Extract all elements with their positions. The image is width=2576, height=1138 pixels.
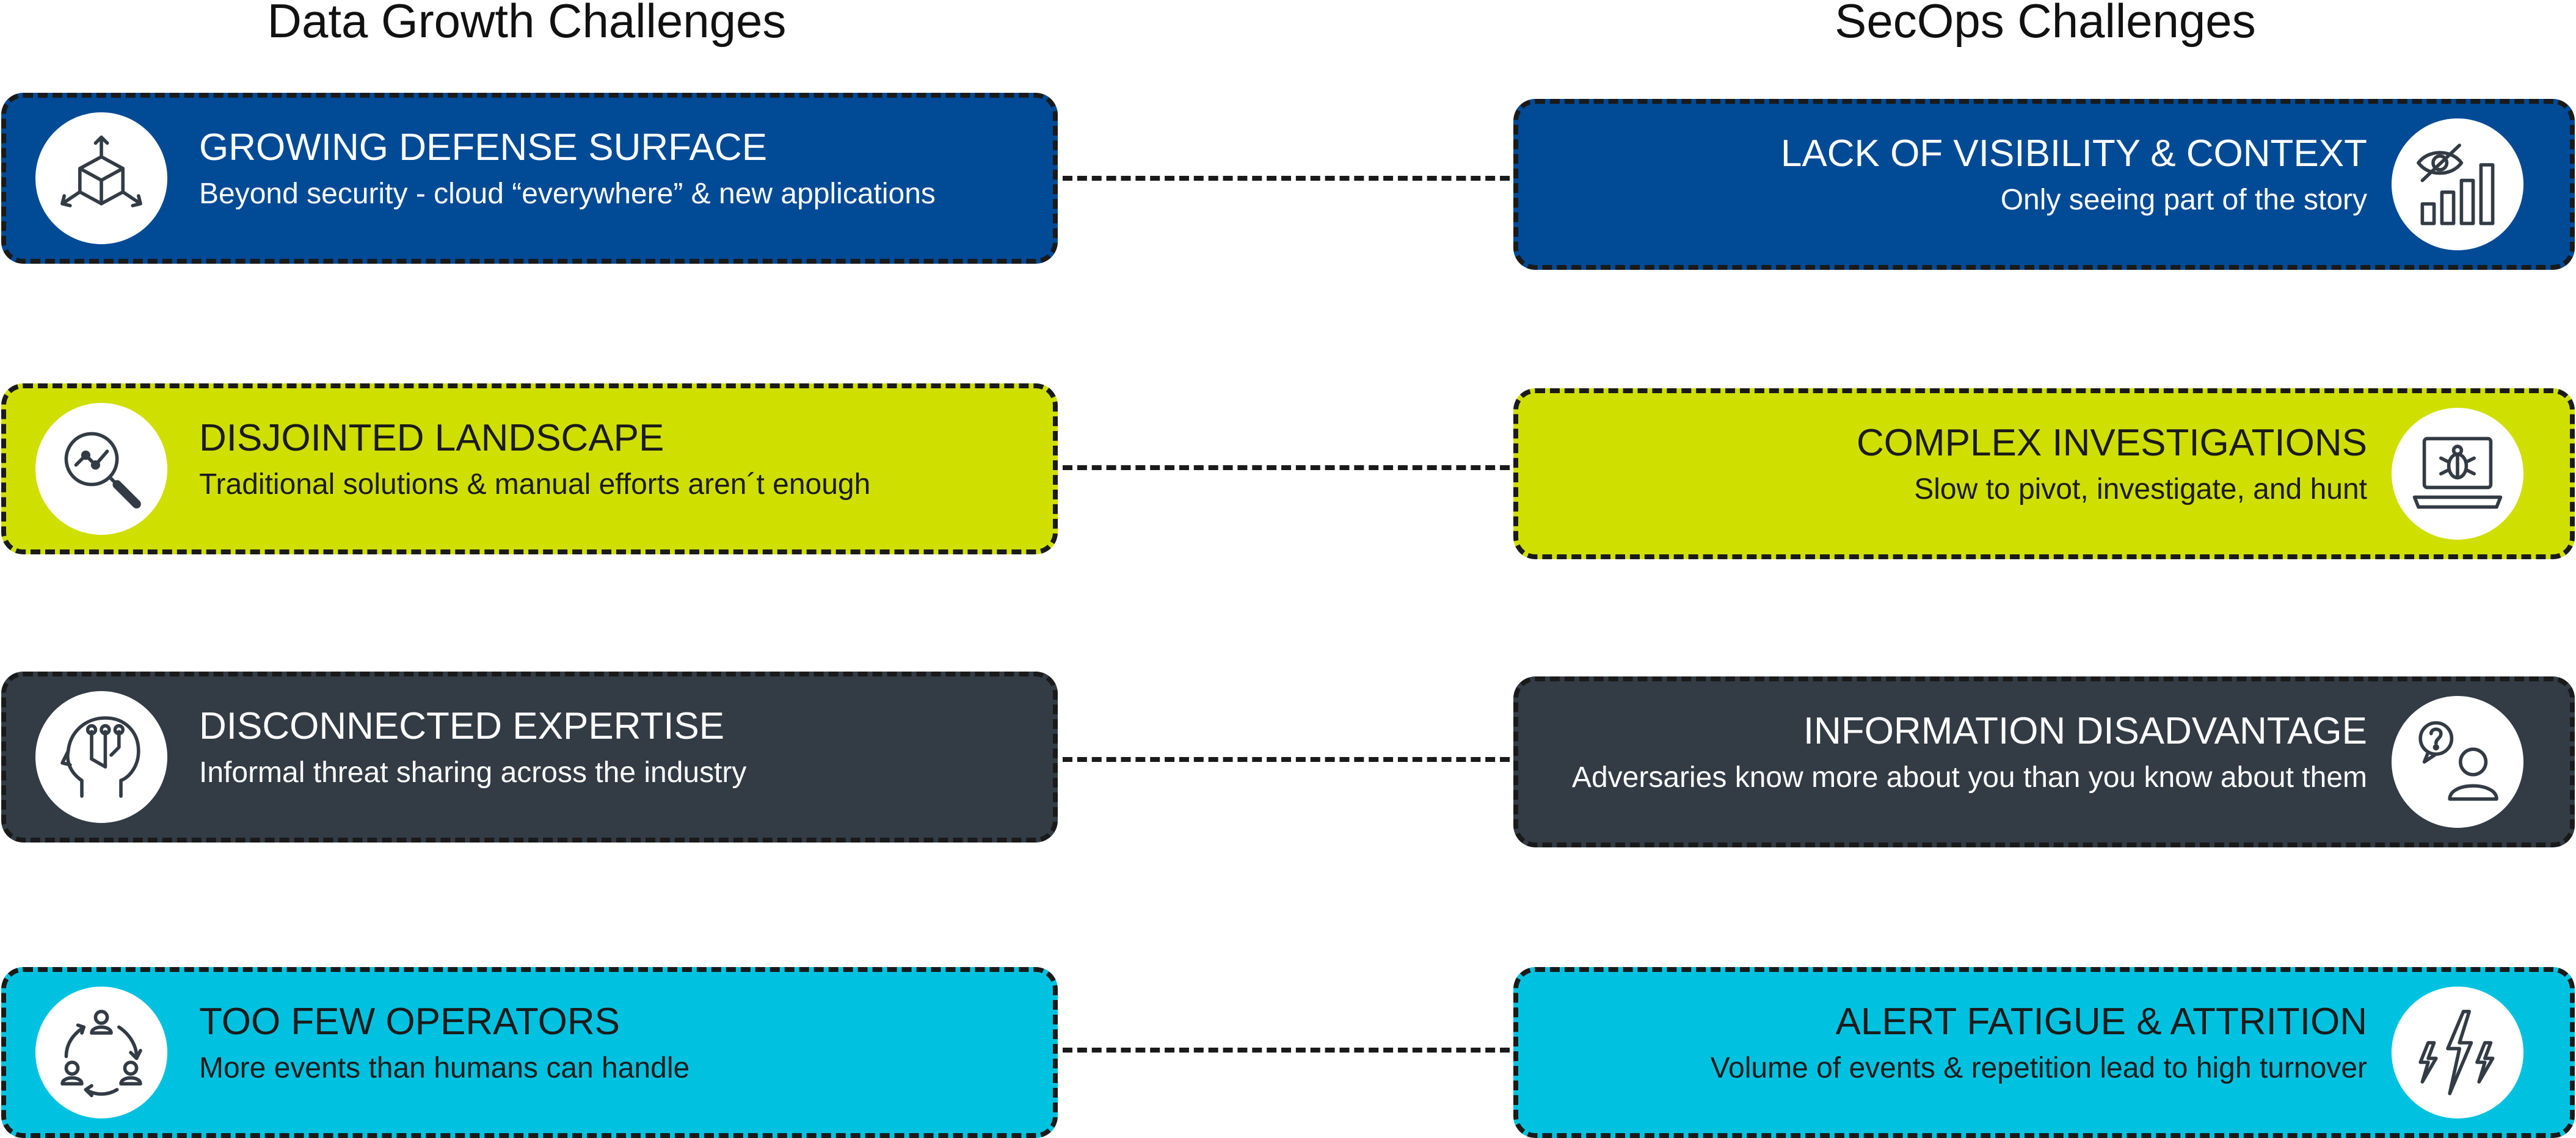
hidden-eye-chart-icon [2417,143,2495,225]
icon-circle [2392,987,2523,1118]
card-lack-of-visibility: LACK OF VISIBILITY & CONTEXT Only seeing… [1513,99,2575,270]
card-heading: INFORMATION DISADVANTAGE [1803,710,2367,752]
head-circuit-icon [60,716,140,798]
3d-cube-arrows-icon [60,136,142,208]
card-heading: LACK OF VISIBILITY & CONTEXT [1780,132,2367,175]
icon-circle [35,691,167,823]
card-complex-investigations: COMPLEX INVESTIGATIONS Slow to pivot, in… [1513,388,2575,559]
card-heading: TOO FEW OPERATORS [199,1001,620,1043]
right-column-title: SecOps Challenges [1835,0,2256,48]
card-subtext: Beyond security - cloud “everywhere” & n… [199,178,936,210]
icon-circle [35,112,167,244]
card-growing-defense-surface: GROWING DEFENSE SURFACE Beyond security … [1,93,1058,264]
icon-circle [35,987,167,1118]
card-subtext: Only seeing part of the story [2000,184,2367,216]
connector-line-3 [1063,757,1510,762]
card-subtext: Informal threat sharing across the indus… [199,756,747,789]
card-subtext: Volume of events & repetition lead to hi… [1710,1052,2367,1084]
card-heading: DISCONNECTED EXPERTISE [199,705,725,747]
connector-line-1 [1063,176,1510,181]
connector-line-2 [1063,465,1510,470]
card-too-few-operators: TOO FEW OPERATORS More events than human… [1,967,1058,1138]
person-question-icon [2418,721,2498,801]
card-disconnected-expertise: DISCONNECTED EXPERTISE Informal threat s… [1,672,1058,843]
card-disjointed-landscape: DISJOINTED LANDSCAPE Traditional solutio… [1,383,1058,554]
left-column-title: Data Growth Challenges [267,0,787,48]
card-subtext: Traditional solutions & manual efforts a… [199,468,871,501]
icon-circle [2392,118,2523,250]
people-cycle-icon [60,1010,142,1098]
card-heading: DISJOINTED LANDSCAPE [199,417,664,459]
lightning-bolts-icon [2418,1010,2495,1095]
laptop-bug-icon [2412,437,2503,509]
magnifier-trend-icon [64,432,141,509]
card-subtext: Adversaries know more about you than you… [1571,761,2367,794]
card-subtext: Slow to pivot, investigate, and hunt [1914,473,2367,506]
icon-circle [35,403,167,535]
card-alert-fatigue: ALERT FATIGUE & ATTRITION Volume of even… [1513,967,2575,1138]
card-heading: ALERT FATIGUE & ATTRITION [1835,1001,2367,1043]
card-heading: COMPLEX INVESTIGATIONS [1856,422,2367,464]
icon-circle [2392,696,2523,828]
card-heading: GROWING DEFENSE SURFACE [199,126,768,169]
card-information-disadvantage: INFORMATION DISADVANTAGE Adversaries kno… [1513,676,2575,847]
icon-circle [2392,408,2523,540]
connector-line-4 [1063,1048,1510,1053]
card-subtext: More events than humans can handle [199,1052,690,1084]
